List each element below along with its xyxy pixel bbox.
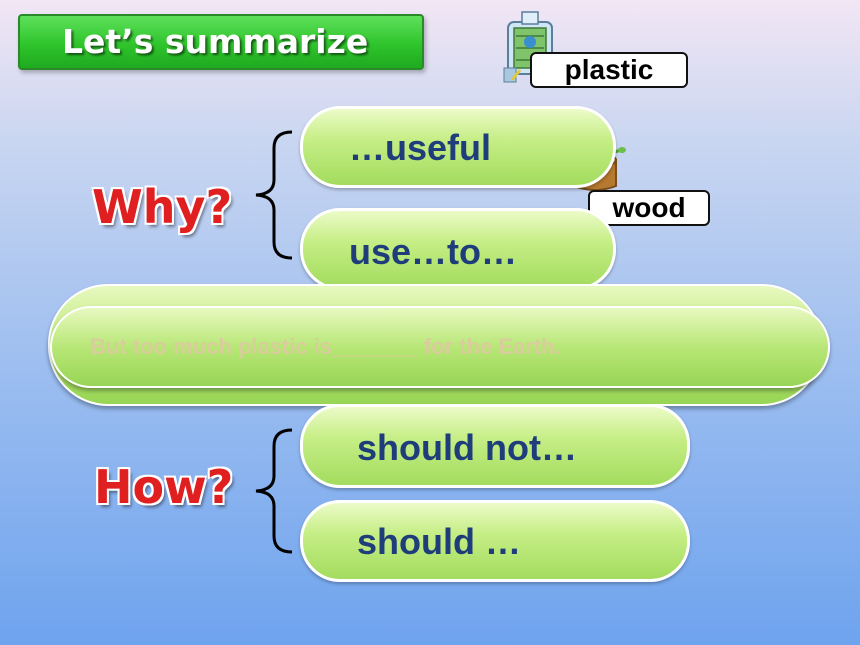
- slide-title: Let’s summarize: [62, 22, 369, 61]
- why-brace: [255, 130, 293, 260]
- how-pill-should-not: should not…: [300, 404, 690, 488]
- why-label: Why?: [92, 180, 233, 234]
- title-banner: Let’s summarize: [18, 14, 424, 70]
- why-item-useful: …useful: [349, 127, 492, 168]
- how-item-should: should …: [357, 521, 521, 562]
- how-label: How?: [94, 460, 234, 514]
- why-pill-use-to: use…to…: [300, 208, 616, 290]
- how-item-should-not: should not…: [357, 427, 577, 468]
- why-item-use-to: use…to…: [349, 231, 518, 272]
- wood-tag: wood: [588, 190, 710, 226]
- how-brace: [255, 428, 293, 554]
- plastic-bottles-icon: [503, 11, 553, 83]
- how-pill-should: should …: [300, 500, 690, 582]
- why-pill-useful: …useful: [300, 106, 616, 188]
- sentence-banner: [50, 306, 830, 388]
- fill-in-sentence: But too much plastic is_______ for the E…: [90, 334, 561, 359]
- plastic-tag: plastic: [530, 52, 688, 88]
